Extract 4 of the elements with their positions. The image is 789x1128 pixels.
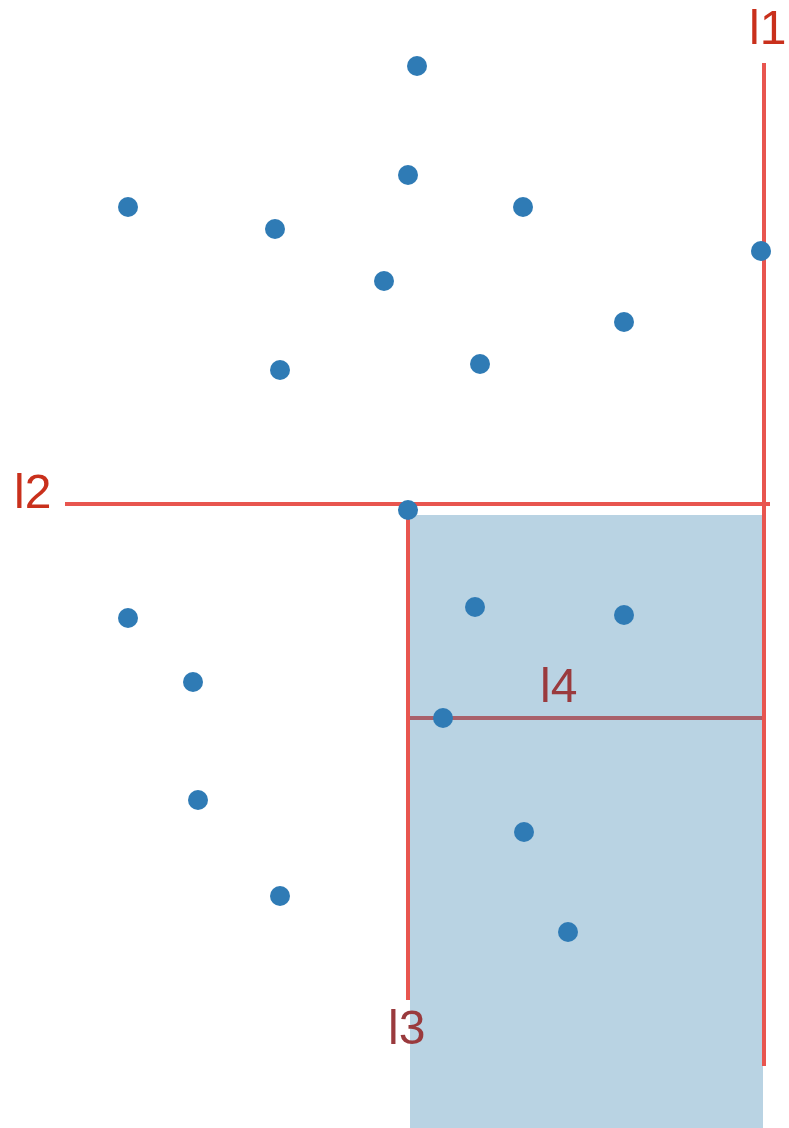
line-label: l3	[388, 1004, 426, 1052]
line-label: l2	[14, 468, 52, 516]
line-label: l1	[749, 4, 787, 52]
line-label: l4	[540, 662, 578, 710]
